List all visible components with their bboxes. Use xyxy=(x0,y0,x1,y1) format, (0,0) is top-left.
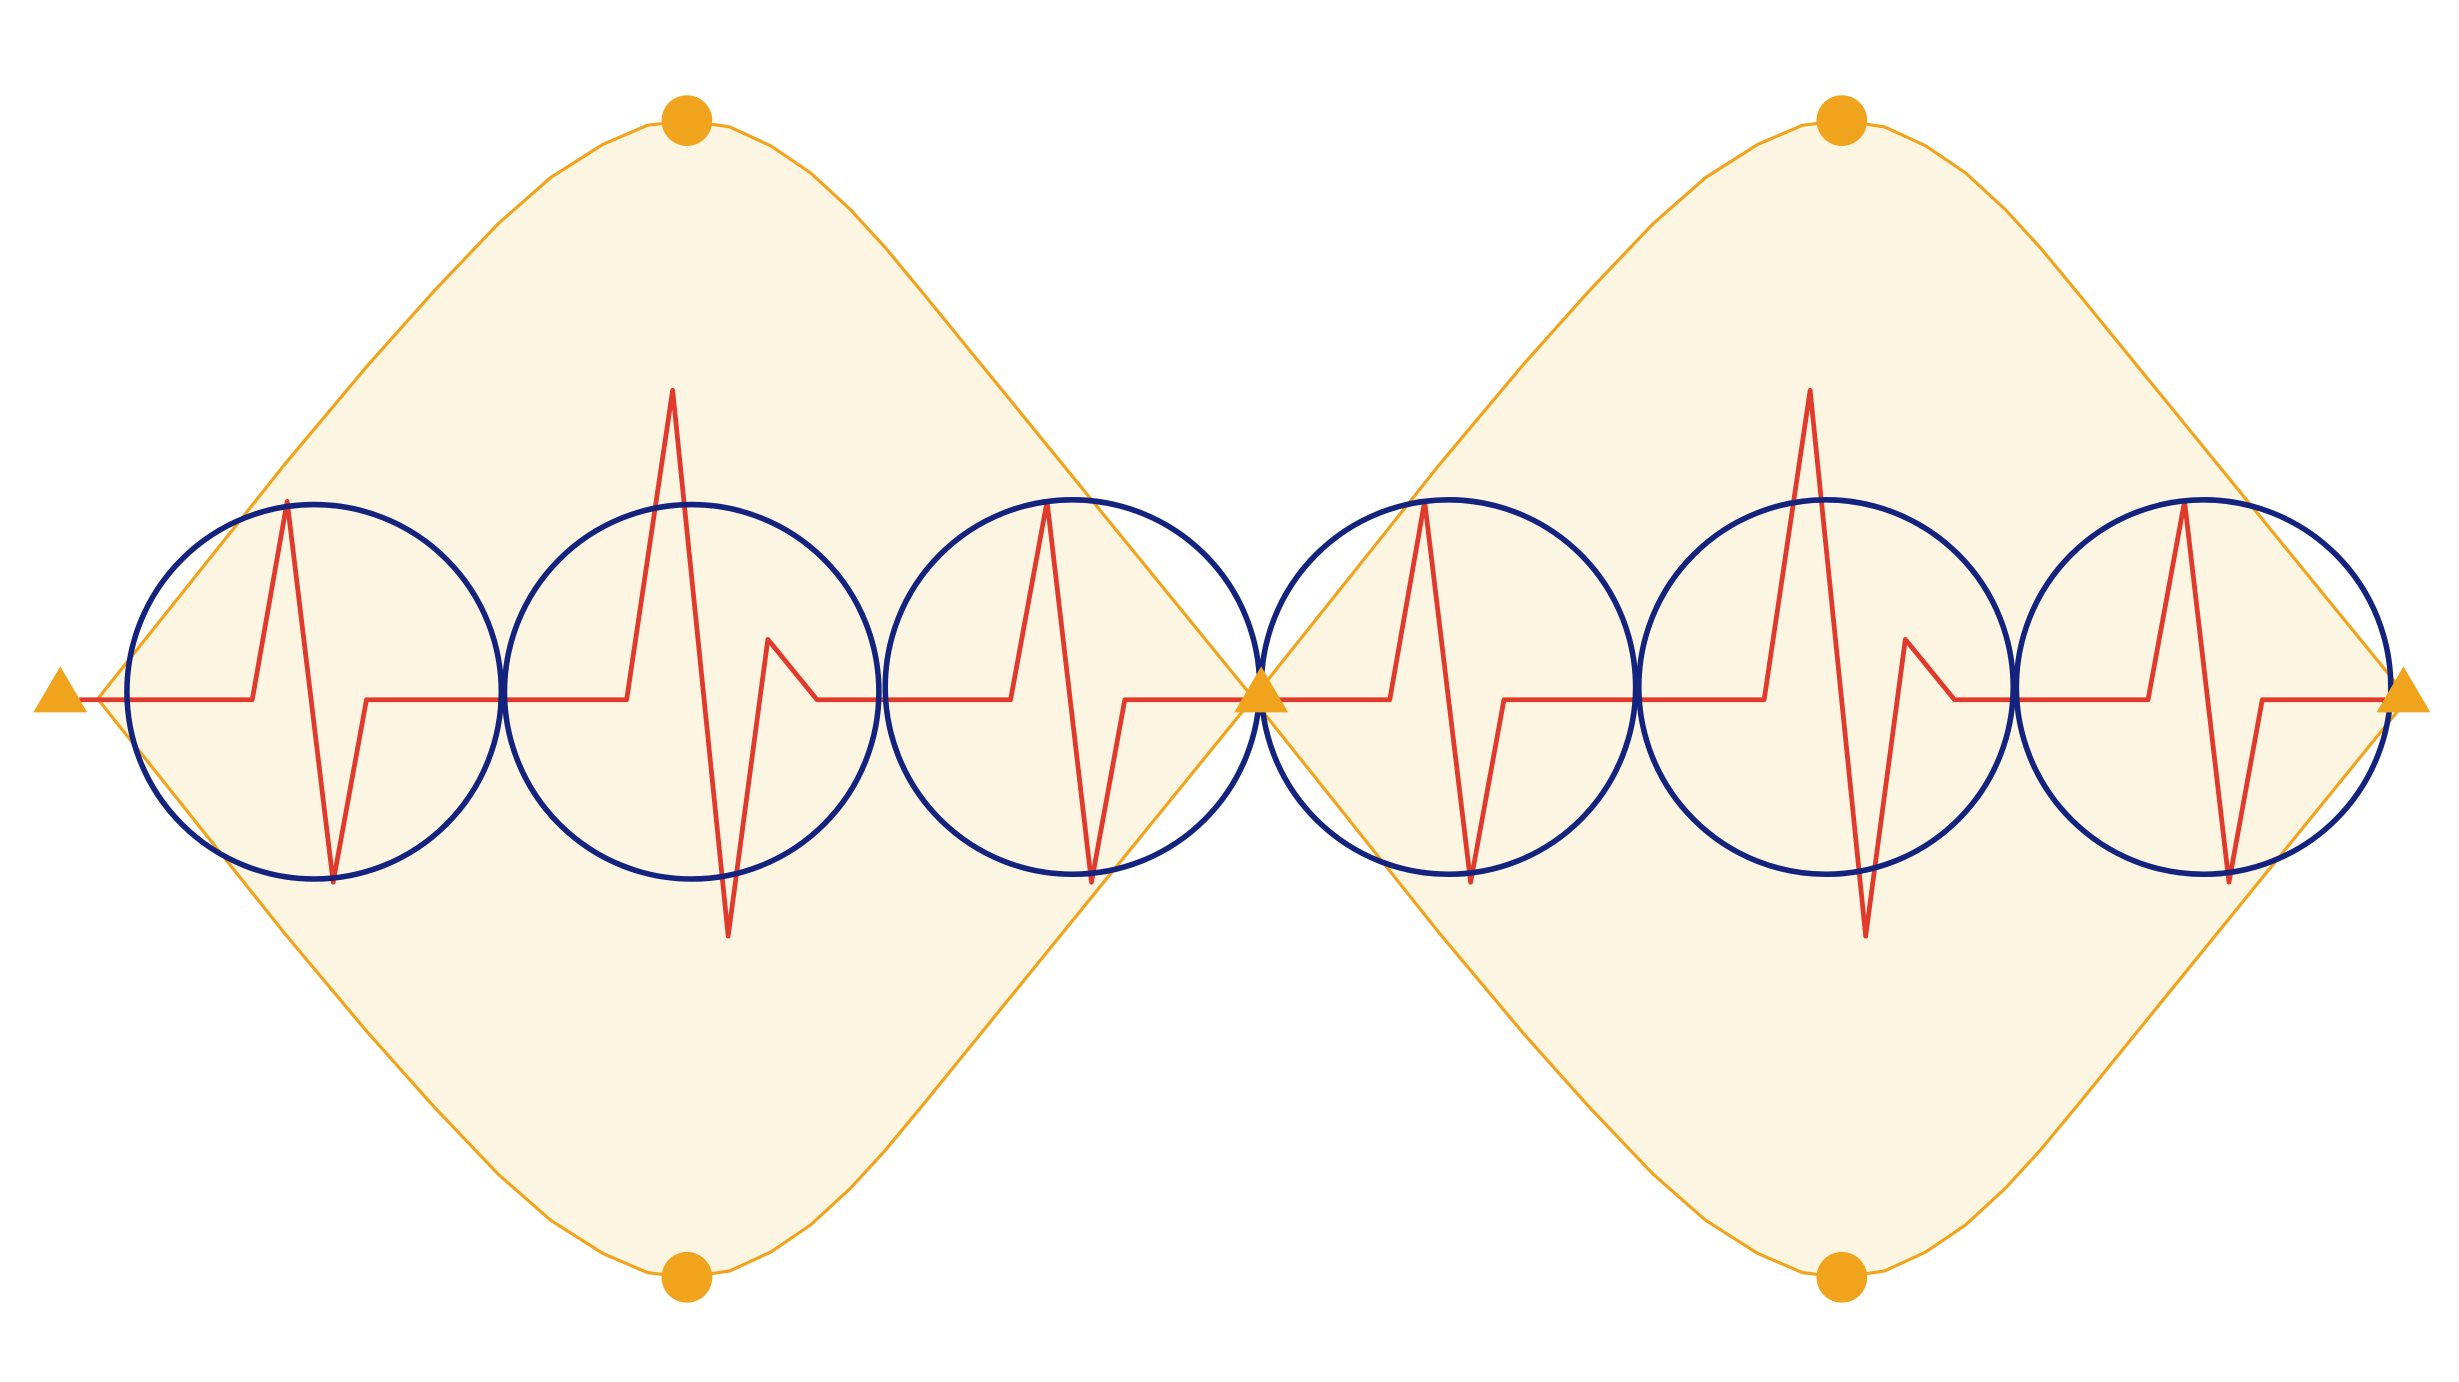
dot-marker-top xyxy=(661,95,713,146)
triangle-marker xyxy=(33,666,88,713)
dot-marker-top xyxy=(1816,95,1868,146)
triangle-marker xyxy=(1234,666,1289,713)
lobe-shape xyxy=(96,118,1256,1279)
circles xyxy=(124,497,2394,882)
ring-circle xyxy=(501,501,882,882)
ring-circle xyxy=(1636,497,2016,878)
ring-circle xyxy=(124,501,505,882)
dot-marker-bottom xyxy=(1816,1251,1868,1303)
ring-circle xyxy=(2013,497,2394,878)
lobes xyxy=(96,118,2411,1279)
markers xyxy=(33,95,2431,1303)
triangle-marker xyxy=(2376,666,2431,713)
lobe-shape xyxy=(1251,118,2411,1279)
dot-marker-bottom xyxy=(661,1251,713,1303)
